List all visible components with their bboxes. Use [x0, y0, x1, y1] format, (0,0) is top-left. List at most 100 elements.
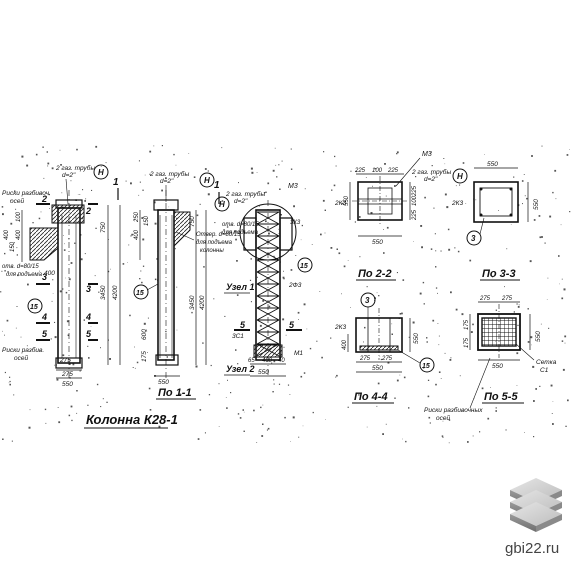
speckle	[242, 409, 244, 411]
speckle	[561, 297, 564, 300]
speckle	[447, 228, 450, 231]
speckle	[64, 243, 65, 245]
dim: 550	[533, 199, 540, 210]
speckle	[127, 262, 128, 263]
speckle	[90, 326, 92, 327]
speckle	[76, 390, 78, 392]
speckle	[540, 323, 542, 325]
dim: 550	[372, 365, 383, 372]
dim: 225	[412, 185, 418, 197]
speckle	[274, 147, 276, 149]
speckle	[42, 146, 44, 148]
speckle	[38, 217, 41, 220]
speckle	[109, 358, 111, 360]
speckle	[454, 247, 456, 249]
speckle	[401, 312, 403, 315]
speckle	[251, 171, 254, 174]
axis-marks-note: Риски разбивоч.	[2, 189, 51, 197]
speckle	[2, 213, 4, 216]
speckle	[386, 226, 389, 229]
speckle	[302, 425, 304, 427]
speckle	[147, 352, 148, 353]
section-label: По 5-5	[484, 391, 518, 403]
speckle	[82, 189, 84, 191]
label-3C1: 3С1	[232, 333, 244, 340]
speckle	[300, 375, 303, 378]
speckle	[188, 153, 190, 154]
speckle	[76, 412, 78, 414]
speckle	[504, 286, 505, 288]
speckle	[145, 329, 147, 331]
hole-note: Отвер. d=80/15	[196, 232, 241, 238]
speckle	[67, 334, 70, 336]
speckle	[336, 374, 338, 377]
speckle	[100, 406, 102, 408]
speckle	[66, 320, 69, 323]
speckle	[207, 193, 210, 196]
speckle	[4, 270, 6, 272]
speckle	[239, 417, 242, 419]
speckle	[475, 199, 477, 201]
speckle	[280, 214, 282, 216]
speckle	[224, 315, 226, 317]
speckle	[154, 278, 157, 281]
speckle	[47, 162, 50, 165]
dim: 550	[158, 379, 169, 386]
speckle	[54, 364, 56, 366]
speckle	[498, 210, 499, 211]
speckle	[558, 255, 560, 257]
speckle	[303, 303, 306, 306]
label-2K3: 2К3	[334, 324, 346, 331]
speckle	[173, 153, 175, 156]
speckle	[311, 244, 313, 245]
speckle	[385, 195, 387, 197]
axis-marks-note-b: осей	[14, 354, 28, 362]
speckle	[275, 164, 277, 166]
speckle	[8, 382, 10, 384]
speckle	[60, 164, 62, 166]
speckle	[448, 442, 450, 444]
speckle	[544, 242, 546, 244]
speckle	[334, 155, 336, 158]
speckle	[51, 300, 53, 302]
pipe-note: 2 газ. трубы	[225, 190, 265, 198]
speckle	[290, 168, 293, 170]
speckle	[272, 169, 275, 172]
speckle	[56, 378, 59, 381]
speckle	[74, 242, 76, 244]
dim: 275	[59, 357, 71, 364]
speckle	[256, 442, 258, 443]
speckle	[257, 260, 258, 262]
speckle	[550, 384, 553, 387]
speckle	[399, 374, 401, 376]
speckle	[500, 274, 502, 275]
speckle	[469, 259, 472, 262]
dim: 250	[134, 211, 140, 223]
speckle	[58, 421, 61, 424]
speckle	[330, 337, 332, 339]
speckle	[530, 336, 533, 339]
speckle	[565, 425, 567, 427]
speckle	[142, 238, 145, 241]
speckle	[282, 276, 285, 279]
dim: 750	[189, 216, 196, 227]
speckle	[122, 263, 125, 265]
speckle	[423, 367, 425, 369]
speckle	[199, 409, 202, 411]
speckle	[204, 432, 206, 434]
speckle	[51, 167, 54, 170]
speckle	[378, 295, 380, 297]
speckle	[9, 383, 11, 386]
speckle	[564, 335, 567, 338]
speckle	[552, 191, 554, 194]
speckle	[548, 327, 550, 329]
hole-note-b: для подъема	[196, 240, 233, 246]
node-view: 2 газ. трубы d=2" отв. d=80/15 для подъе…	[214, 183, 313, 378]
speckle	[437, 292, 438, 294]
speckle	[385, 423, 387, 425]
speckle	[566, 154, 569, 156]
speckle	[561, 340, 564, 342]
speckle	[237, 363, 239, 365]
sec-mark: 3	[86, 284, 91, 294]
speckle	[278, 228, 279, 230]
